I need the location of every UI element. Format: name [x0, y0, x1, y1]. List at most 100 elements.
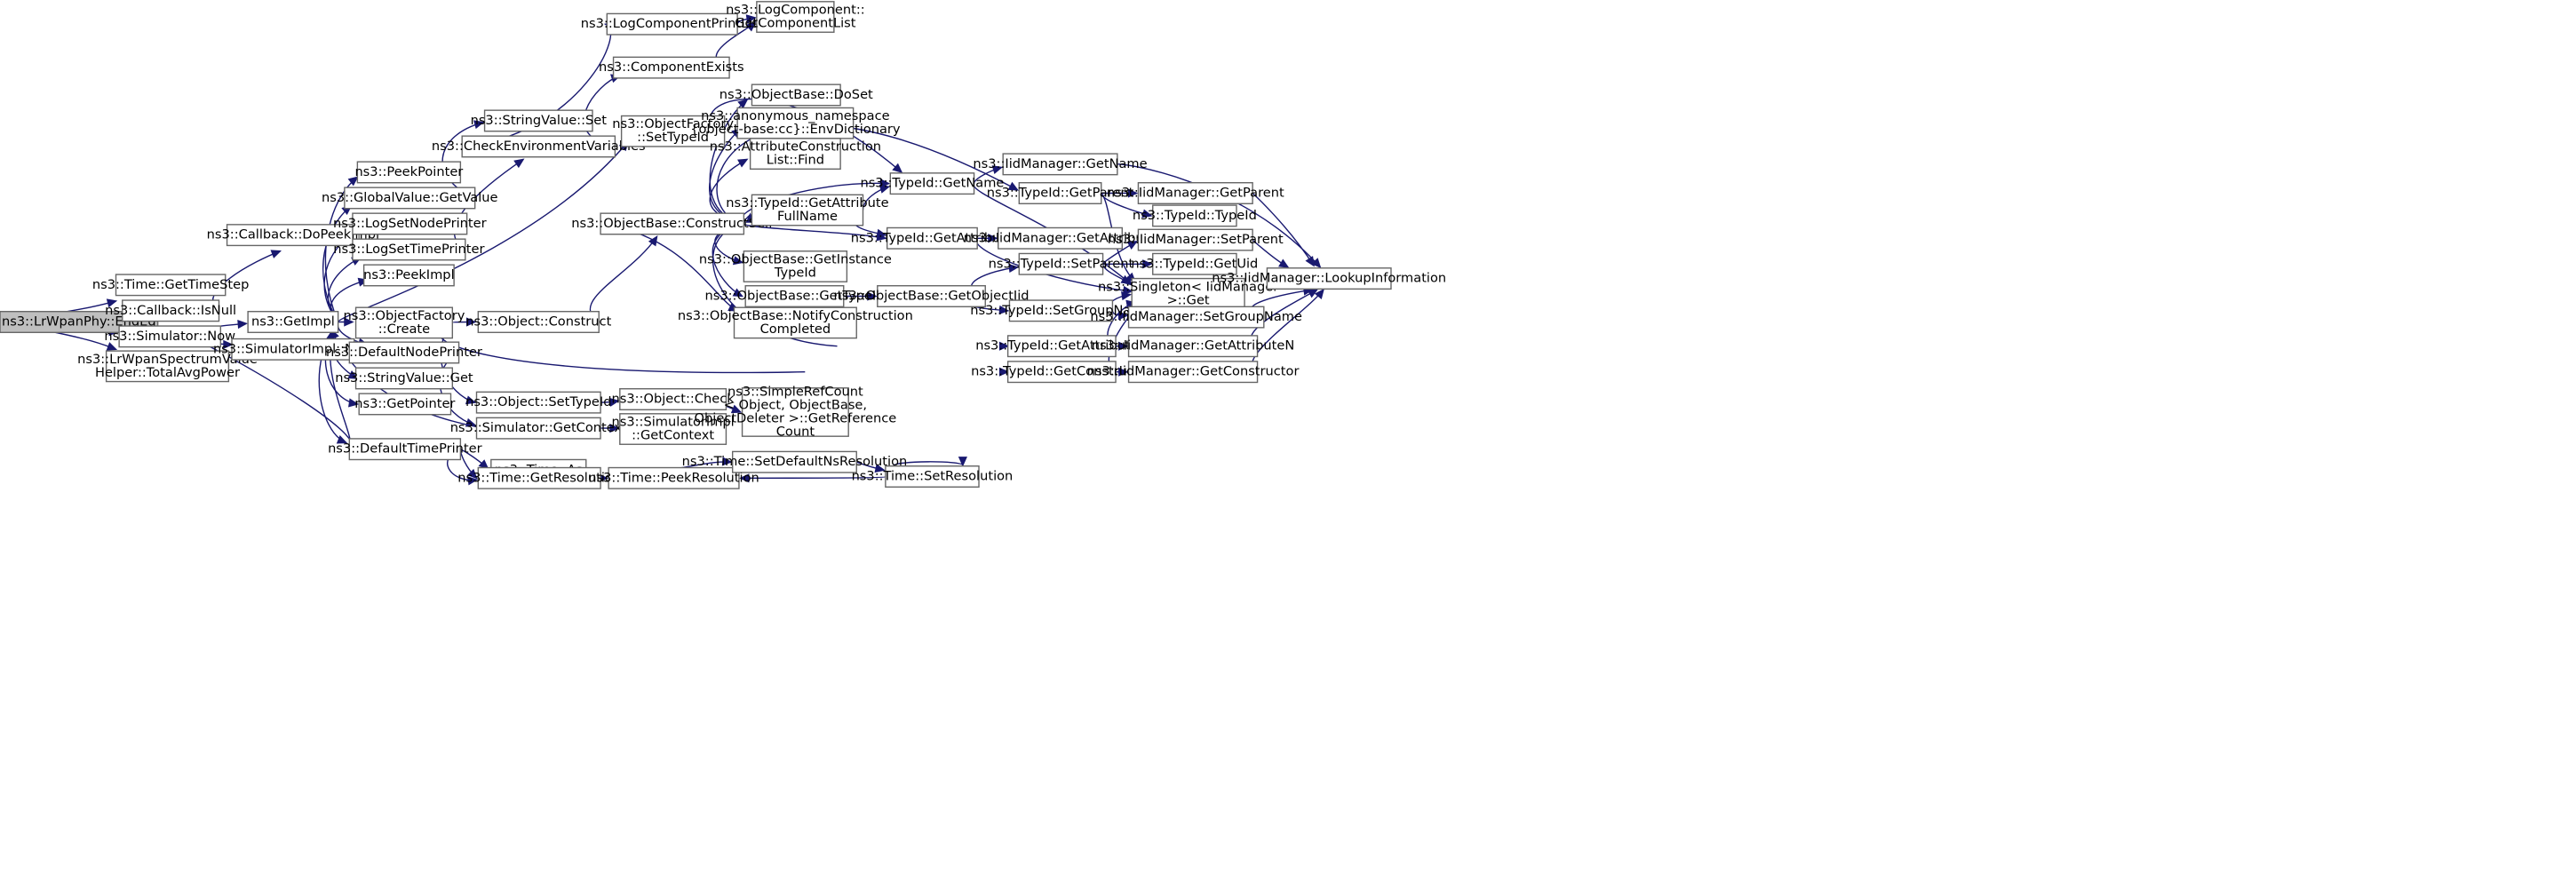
node-iid-set-group-name[interactable]: ns3::IidManager::SetGroupName — [1090, 306, 1302, 329]
node-iid-get-parent[interactable]: ns3::IidManager::GetParent — [1107, 182, 1284, 204]
node-get-pointer[interactable]: ns3::GetPointer — [354, 393, 455, 416]
node-tid-get-constructor[interactable]: ns3::TypeId::GetConstructor — [971, 361, 1153, 384]
node-box — [1006, 335, 1117, 358]
arrowhead — [467, 468, 478, 480]
arrowhead — [465, 395, 477, 405]
arrowhead — [473, 120, 485, 130]
node-box — [118, 325, 222, 348]
node-ob-do-set[interactable]: ns3::ObjectBase::DoSet — [720, 83, 873, 107]
node-box — [352, 212, 468, 235]
node-box — [1008, 299, 1114, 322]
node-label: ns3::TypeId::SetGroupName — [970, 303, 1151, 318]
node-label: ns3::TypeId::SetParent — [989, 256, 1134, 271]
node-sim-impl-now[interactable]: ns3::SimulatorImpl::Now — [213, 338, 373, 361]
node-simple-ref-count[interactable]: ns3::SimpleRefCount< Object, ObjectBase,… — [695, 385, 897, 440]
node-obj-construct[interactable]: ns3::Object::Construct — [465, 311, 612, 333]
node-sv-set[interactable]: ns3::StringValue::Set — [471, 109, 608, 132]
node-obj-check[interactable]: ns3::Object::Check — [612, 388, 735, 410]
node-label: FullName — [777, 209, 838, 224]
node-comp-exists[interactable]: ns3::ComponentExists — [599, 56, 744, 79]
node-tid-set-group-name[interactable]: ns3::TypeId::SetGroupName — [970, 299, 1152, 322]
node-of-create[interactable]: ns3::ObjectFactory::Create — [344, 306, 465, 339]
node-tid-set-parent[interactable]: ns3::TypeId::SetParent — [989, 252, 1134, 275]
node-sim-impl-get-context[interactable]: ns3::SimulatorImpl::GetContext — [612, 413, 735, 445]
node-ob-construct-self[interactable]: ns3::ObjectBase::ConstructSelf — [571, 212, 774, 235]
node-label: ns3::LrWpanSpectrumValue — [77, 352, 258, 367]
node-obj-set-type-id[interactable]: ns3::Object::SetTypeId — [465, 391, 611, 414]
node-peek-impl[interactable]: ns3::PeekImpl — [362, 264, 455, 287]
node-ob-get-type-id[interactable]: ns3::ObjectBase::GetTypeId — [704, 285, 884, 307]
arrowhead — [745, 14, 757, 24]
node-sim-now[interactable]: ns3::Simulator::Now — [104, 325, 235, 348]
arrowhead — [223, 339, 234, 349]
node-label: ObjectDeleter >::GetReference — [695, 411, 897, 426]
node-iid-get-attribute[interactable]: ns3::IidManager::GetAttribute — [964, 226, 1157, 250]
node-tid-get-attribute[interactable]: ns3::TypeId::GetAttribute — [851, 226, 1014, 250]
node-iid-set-parent[interactable]: ns3::IidManager::SetParent — [1108, 228, 1284, 251]
node-iid-get-constructor[interactable]: ns3::IidManager::GetConstructor — [1087, 361, 1300, 384]
node-box — [356, 161, 462, 184]
node-tid-get-name[interactable]: ns3::TypeId::GetName — [860, 172, 1004, 195]
arrowhead — [1311, 258, 1322, 269]
node-box — [736, 107, 855, 139]
node-box — [1127, 361, 1259, 384]
node-label: ns3::IidManager::SetGroupName — [1090, 309, 1302, 324]
node-end-ed[interactable]: ns3::LrWpanPhy::EndEd — [0, 311, 159, 333]
arrowhead — [1142, 259, 1153, 269]
node-do-peek-impl[interactable]: ns3::Callback::DoPeekImpl — [207, 224, 379, 247]
node-label: ns3::ObjectBase::GetInstance — [699, 251, 892, 266]
node-is-null[interactable]: ns3::Callback::IsNull — [105, 299, 236, 322]
node-time-get-res[interactable]: ns3::Time::GetResolution — [457, 466, 621, 489]
node-log-comp-print-list[interactable]: ns3::LogComponentPrintList — [581, 12, 764, 36]
arrowhead — [336, 435, 348, 444]
node-box — [477, 466, 601, 489]
node-box — [744, 285, 845, 307]
node-tid-get-uid[interactable]: ns3::TypeId::GetUid — [1131, 252, 1258, 275]
node-ob-notify-constr[interactable]: ns3::ObjectBase::NotifyConstructionCompl… — [678, 306, 913, 339]
arrowhead — [998, 341, 1010, 351]
node-get-impl[interactable]: ns3::GetImpl — [247, 311, 339, 333]
node-box — [477, 311, 600, 333]
arrowhead — [347, 176, 359, 187]
node-label: ns3::Time::SetDefaultNsResolution — [682, 454, 908, 469]
node-env-dict[interactable]: ns3::anonymous_namespace{object-base:cc}… — [690, 107, 901, 139]
node-singleton-get[interactable]: ns3::Singleton< IidManager>::Get — [1098, 277, 1278, 310]
node-label: < Object, ObjectBase, — [724, 398, 867, 413]
node-iid-lookup-info[interactable]: ns3::IidManager::LookupInformation — [1212, 267, 1446, 290]
node-tid-get-parent[interactable]: ns3::TypeId::GetParent — [987, 182, 1134, 204]
node-log-comp-get-list[interactable]: ns3::LogComponent::GetComponentList — [726, 1, 865, 33]
node-total-avg-power[interactable]: ns3::LrWpanSpectrumValueHelper::TotalAvg… — [77, 350, 258, 383]
node-label: GetComponentList — [735, 16, 856, 31]
node-time-set-res[interactable]: ns3::Time::SetResolution — [852, 465, 1014, 488]
node-iid-get-attribute-n[interactable]: ns3::IidManager::GetAttributeN — [1092, 335, 1295, 358]
node-label: ns3::StringValue::Get — [335, 370, 473, 385]
arrowhead — [1118, 341, 1129, 351]
node-log-set-node-printer[interactable]: ns3::LogSetNodePrinter — [333, 212, 487, 235]
node-tid-get-attribute-n[interactable]: ns3::TypeId::GetAttributeN — [975, 335, 1148, 358]
node-peek-pointer[interactable]: ns3::PeekPointer — [354, 161, 463, 184]
arrowhead — [106, 298, 118, 308]
node-of-set-type-id[interactable]: ns3::ObjectFactory::SetTypeId — [612, 115, 734, 147]
arrowhead — [874, 464, 886, 473]
node-iid-get-name[interactable]: ns3::IidManager::GetName — [973, 153, 1148, 176]
edge-iidGetName-to-iidLookupInfo — [1117, 163, 1321, 268]
node-label: ::SetTypeId — [637, 130, 709, 145]
node-sv-get[interactable]: ns3::StringValue::Get — [335, 367, 473, 390]
node-time-set-default-ns[interactable]: ns3::Time::SetDefaultNsResolution — [682, 450, 908, 473]
node-ob-get-object-iid[interactable]: ns3::ObjectBase::GetObjectIid — [834, 285, 1030, 307]
node-time-peek-res[interactable]: ns3::Time::PeekResolution — [588, 466, 759, 489]
node-check-env[interactable]: ns3::CheckEnvironmentVariables — [432, 135, 646, 158]
node-log-set-time-printer[interactable]: ns3::LogSetTimePrinter — [333, 238, 485, 261]
node-sim-get-context[interactable]: ns3::Simulator::GetContext — [450, 417, 627, 440]
node-gv-get-value[interactable]: ns3::GlobalValue::GetValue — [322, 187, 498, 210]
node-label: List::Find — [767, 153, 824, 168]
node-default-node-printer[interactable]: ns3::DefaultNodePrinter — [326, 341, 482, 364]
node-get-time-step[interactable]: ns3::Time::GetTimeStep — [92, 274, 249, 297]
node-tid-type-id[interactable]: ns3::TypeId::TypeId — [1133, 204, 1257, 227]
node-box — [344, 187, 476, 210]
node-box — [115, 274, 227, 297]
node-default-time-printer[interactable]: ns3::DefaultTimePrinter — [328, 438, 482, 461]
